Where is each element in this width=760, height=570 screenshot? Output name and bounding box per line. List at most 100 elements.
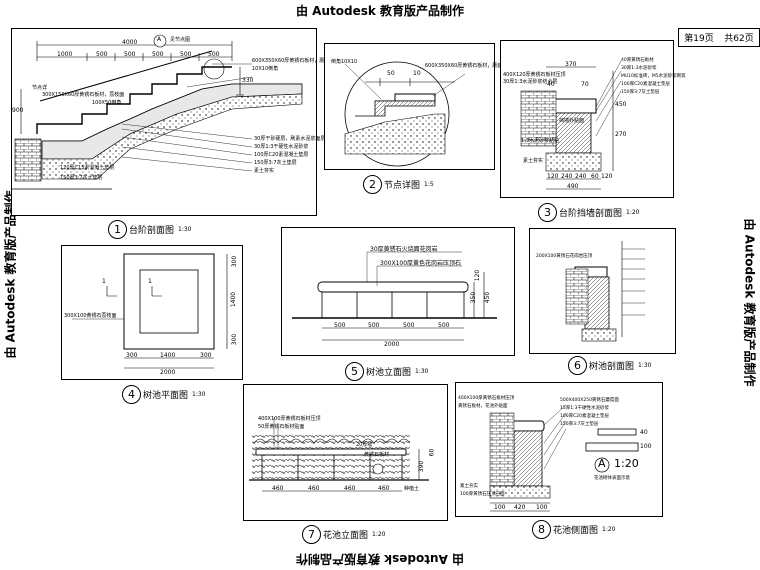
v1-note-7: 150厚3:7灰土垫层: [254, 160, 297, 166]
v7-dim-5: 60: [428, 448, 436, 457]
v8-title: 花池侧面图: [553, 526, 599, 536]
v7-dim-2: 460: [344, 485, 356, 492]
flower-bed-elevation-drawing: [249, 417, 429, 492]
v4-title: 树池平面图: [143, 391, 189, 401]
v5-dim-3: 500: [438, 322, 450, 329]
v4-scale: 1:30: [192, 391, 206, 398]
v7-dim-4: 390: [418, 460, 426, 473]
v4-dim-0: 300: [126, 352, 138, 359]
v6-title: 树池剖面图: [589, 362, 635, 372]
v1-note-10: 150厚3:7灰土垫层: [60, 175, 103, 181]
v8-label-6: 素土夯实: [460, 484, 478, 489]
v8-number: 8: [532, 520, 551, 539]
v8-scale: 1:20: [602, 526, 616, 533]
v5-label-0: 30厚黄锈石火烧面花岗岩: [370, 246, 438, 253]
v4-number: 4: [122, 385, 141, 404]
v3-label-0: 400X120厚黄锈石板材压顶: [503, 72, 566, 78]
tree-pit-elevation-drawing: [292, 251, 497, 341]
v4-dim-1: 1400: [160, 352, 176, 359]
v1-dim-total: 4000: [122, 39, 138, 46]
v1-note-1: 10X10倒角: [252, 66, 279, 72]
view-8-flower-bed-side: 400X100厚黄锈石板材压顶 黄锈石板材，花池外贴面 500X400X250黄…: [455, 382, 663, 517]
v8-label-2: 500X400X250黄锈石蘑菇面: [560, 398, 619, 403]
v4-dim-6: 300: [231, 333, 239, 346]
v3-scale: 1:20: [626, 209, 640, 216]
v4-label: 300X100黄锈石荔枝面: [64, 313, 117, 319]
v1-dim-1: 1000: [57, 51, 73, 58]
view-2-node-detail: 50 10 600X350X60厚黄锈石板材，蘑菇面 倒角10X10: [324, 43, 507, 170]
v6-scale: 1:30: [638, 362, 652, 369]
tree-pit-plan-drawing: [72, 253, 228, 369]
v7-title: 花池立面图: [323, 531, 369, 541]
v5-dim-6: 450: [484, 291, 492, 304]
v3-dim-9: 490: [567, 183, 579, 190]
v1-dim-3: 500: [124, 51, 136, 58]
v5-dim-0: 500: [334, 322, 346, 329]
v2-dim: 50: [387, 70, 395, 77]
v3-dim-10: 450: [615, 101, 627, 108]
v5-scale: 1:30: [415, 368, 429, 375]
tree-pit-section-drawing: [565, 241, 645, 342]
view-7-flower-bed-elevation: 400X100厚黄锈石板材压顶 50厚黄锈石板材贴面 黄锈石板材 20厚缝 种植…: [243, 384, 448, 521]
v7-label-2: 黄锈石板材: [364, 452, 390, 458]
v3-dim-7: 240: [575, 173, 587, 180]
v8-dim-3: 100: [640, 443, 652, 450]
v1-note-6: 100厚C20素混凝土垫层: [254, 152, 309, 158]
v1-number: 1: [108, 220, 127, 239]
autodesk-stamp-left: 由 Autodesk 教育版产品制作: [3, 190, 18, 359]
v7-number: 7: [302, 525, 321, 544]
v8-label-7: 100厚黄锈石压顶石面: [460, 492, 505, 497]
v5-dim-4: 2000: [384, 341, 400, 348]
v3-dim-8: 120: [601, 173, 613, 180]
v1-note-0: 600X350X60厚黄锈石板材，蘑菇面: [252, 58, 335, 64]
v3-note-3: 100厚C20素混凝土垫层: [621, 82, 670, 87]
autodesk-stamp-top: 由 Autodesk 教育版产品制作: [295, 4, 465, 18]
v8-label-5: 150厚3:7灰土垫层: [560, 422, 599, 427]
v2-number: 2: [363, 175, 382, 194]
v1-dim-right: 330: [242, 77, 254, 84]
v2-title: 节点详图: [384, 181, 421, 191]
v1-dim-5: 500: [180, 51, 192, 58]
v1-note-5: 30厚1:3干硬性水泥砂浆: [254, 144, 309, 150]
v3-caption: 3 台阶挡墙剖面图 1:20: [538, 203, 640, 222]
v3-dim-1: 40: [547, 81, 555, 88]
v2-dim2: 10: [413, 70, 421, 77]
view-3-retaining-wall: 400X120厚黄锈石板材压顶 30厚1:3水泥砂浆结合层 挡墙外贴面 1:3水…: [500, 40, 686, 198]
v1-scale: 1:30: [178, 226, 192, 233]
v8-detail-label: 花池砌体表面示意: [594, 476, 630, 481]
v8-dim-4: 40: [640, 429, 648, 436]
v5-dim-2: 500: [403, 322, 415, 329]
flower-bed-side-drawing: [489, 404, 639, 512]
v8-dim-0: 100: [494, 504, 506, 511]
v2-scale: 1:5: [424, 181, 434, 188]
v2-label-0: 600X350X60厚黄锈石板材，蘑菇面: [425, 63, 508, 69]
v3-label-4: 素土夯实: [523, 158, 544, 164]
v5-title: 树池立面图: [366, 368, 412, 378]
v1-dim-4: 500: [152, 51, 164, 58]
v4-dim-5: 1400: [230, 291, 238, 308]
v7-scale: 1:20: [372, 531, 386, 538]
page-indicator: 第19页 共62页: [678, 28, 760, 47]
v7-label-4: 种植土: [404, 486, 420, 492]
v3-dim-5: 270: [615, 131, 627, 138]
v5-number: 5: [345, 362, 364, 381]
v8-label-3: 15厚1:3干硬性水泥砂浆: [560, 406, 609, 411]
v2-label-1: 倒角10X10: [331, 59, 358, 65]
v3-number: 3: [538, 203, 557, 222]
v1-note-3: 100X50倒角: [92, 100, 122, 106]
v3-dim-6: 120: [547, 173, 559, 180]
v7-label-3: 20厚缝: [356, 442, 373, 448]
v6-number: 6: [568, 356, 587, 375]
page-current: 第19页: [684, 34, 714, 44]
view-6-tree-pit-section: 200X100黄锈石花岗岩压顶: [529, 228, 676, 354]
v7-dim-1: 460: [308, 485, 320, 492]
view-1-stair-section: 4000 1000 500 500 500 500 500 330 900 60…: [11, 28, 334, 216]
page-total: 共62页: [724, 34, 754, 44]
stair-section-drawing: [12, 34, 303, 190]
v3-dim-0: 370: [565, 61, 577, 68]
v4-mark-a: 1: [102, 278, 106, 285]
v5-dim-1: 500: [368, 322, 380, 329]
v1-caption: 1 台阶剖面图 1:30: [108, 220, 192, 239]
v1-dim-2: 500: [96, 51, 108, 58]
retaining-wall-drawing: [520, 60, 622, 190]
